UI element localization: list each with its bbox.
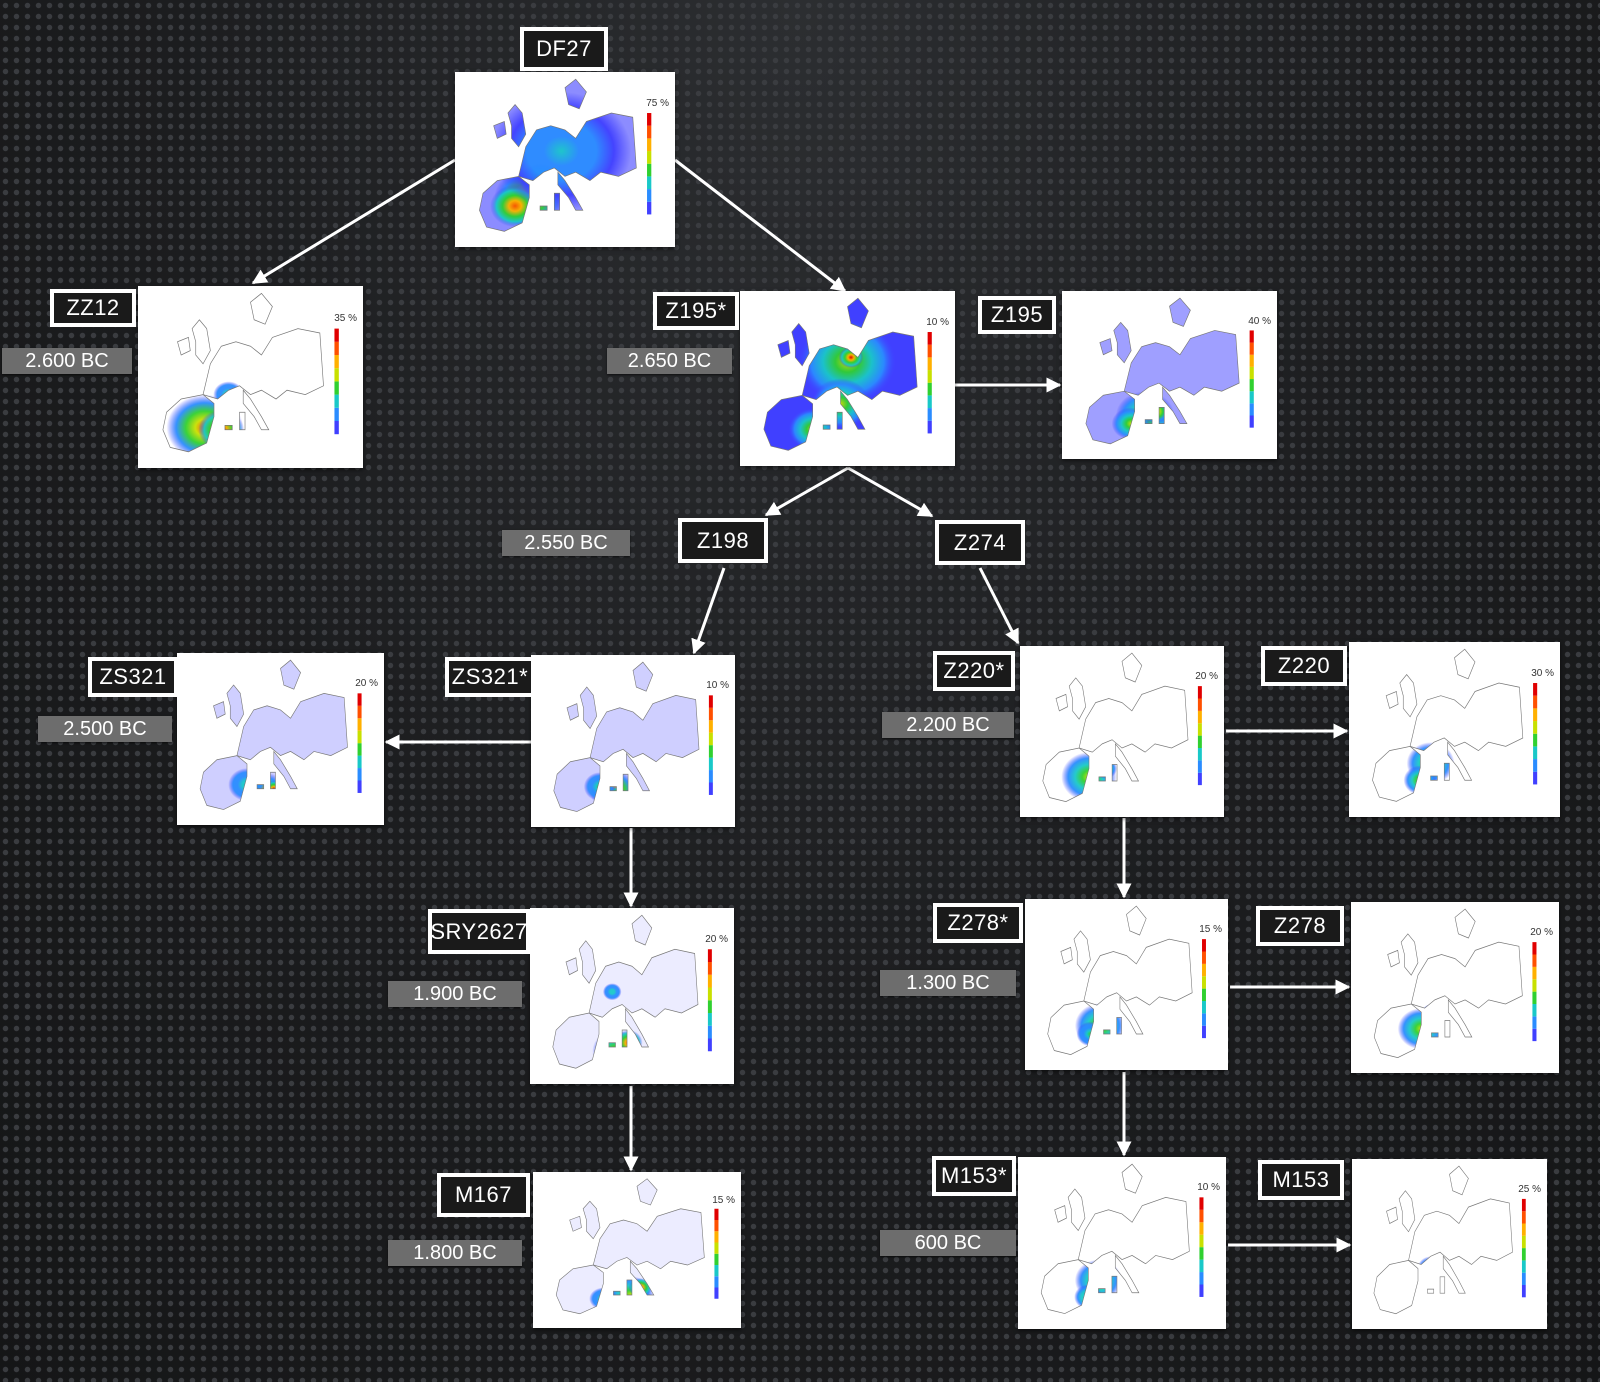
scale-max-label: 40 % <box>1248 316 1271 327</box>
scale-max-label: 20 % <box>355 678 378 689</box>
scale-max-label: 15 % <box>1199 924 1222 935</box>
arrow-z198-to-zs321s <box>694 568 724 653</box>
date-badge-z278s: 1.300 BC <box>880 970 1016 996</box>
distribution-map-m167: 15 % <box>533 1172 741 1328</box>
scale-max-label: 10 % <box>926 317 949 328</box>
haplogroup-label-z278: Z278 <box>1256 906 1344 946</box>
scale-max-label: 20 % <box>705 934 728 945</box>
date-badge-m167: 1.800 BC <box>388 1240 522 1266</box>
scale-max-label: 15 % <box>712 1195 735 1206</box>
distribution-map-z220s: 20 % <box>1020 646 1224 817</box>
scale-max-label: 75 % <box>646 98 669 109</box>
haplogroup-label-zs321: ZS321 <box>88 657 178 697</box>
haplogroup-label-zz12: ZZ12 <box>50 289 136 327</box>
arrow-z195s-to-z274 <box>848 468 932 516</box>
haplogroup-label-m153: M153 <box>1258 1160 1344 1200</box>
distribution-map-z220: 30 % <box>1349 642 1560 817</box>
haplogroup-label-z220: Z220 <box>1261 646 1347 686</box>
haplogroup-label-sry2627: SRY2627 <box>428 909 530 954</box>
distribution-map-sry2627: 20 % <box>530 908 734 1084</box>
distribution-map-m153: 25 % <box>1352 1159 1547 1329</box>
distribution-map-df27: 75 % <box>455 72 675 247</box>
haplogroup-label-z195: Z195 <box>978 296 1056 334</box>
scale-max-label: 30 % <box>1531 668 1554 679</box>
distribution-map-zs321: 20 % <box>177 653 384 825</box>
date-badge-z198: 2.550 BC <box>502 530 630 556</box>
distribution-map-z278: 20 % <box>1351 902 1559 1073</box>
date-badge-z195s: 2.650 BC <box>607 348 732 374</box>
distribution-map-zz12: 35 % <box>138 286 363 468</box>
haplogroup-label-z274: Z274 <box>935 520 1025 565</box>
scale-max-label: 35 % <box>334 313 357 324</box>
distribution-map-z195: 40 % <box>1062 291 1277 459</box>
arrow-df27-to-z195s <box>675 160 845 291</box>
scale-max-label: 25 % <box>1518 1184 1541 1195</box>
distribution-map-m153s: 10 % <box>1018 1157 1226 1329</box>
scale-max-label: 20 % <box>1195 671 1218 682</box>
haplogroup-label-zs321s: ZS321* <box>445 657 535 697</box>
scale-max-label: 10 % <box>706 680 729 691</box>
haplogroup-label-z198: Z198 <box>678 518 768 563</box>
scale-max-label: 20 % <box>1530 927 1553 938</box>
distribution-map-z195s: 10 % <box>740 291 955 466</box>
haplogroup-label-z195s: Z195* <box>653 292 739 330</box>
haplogroup-label-m167: M167 <box>437 1173 530 1217</box>
arrow-z195s-to-z198 <box>766 468 848 515</box>
scale-max-label: 10 % <box>1197 1182 1220 1193</box>
haplogroup-label-z220s: Z220* <box>933 651 1015 691</box>
date-badge-z220s: 2.200 BC <box>882 712 1014 738</box>
date-badge-sry2627: 1.900 BC <box>388 981 522 1007</box>
date-badge-zs321: 2.500 BC <box>38 716 172 742</box>
haplogroup-label-m153s: M153* <box>932 1156 1016 1196</box>
haplogroup-label-df27: DF27 <box>520 27 608 71</box>
arrow-df27-to-zz12 <box>253 160 455 283</box>
date-badge-zz12: 2.600 BC <box>2 348 132 374</box>
arrow-z274-to-z220s <box>980 568 1018 643</box>
haplogroup-label-z278s: Z278* <box>933 903 1023 943</box>
distribution-map-z278s: 15 % <box>1025 899 1228 1070</box>
distribution-map-zs321s: 10 % <box>531 655 735 827</box>
date-badge-m153s: 600 BC <box>880 1230 1016 1256</box>
